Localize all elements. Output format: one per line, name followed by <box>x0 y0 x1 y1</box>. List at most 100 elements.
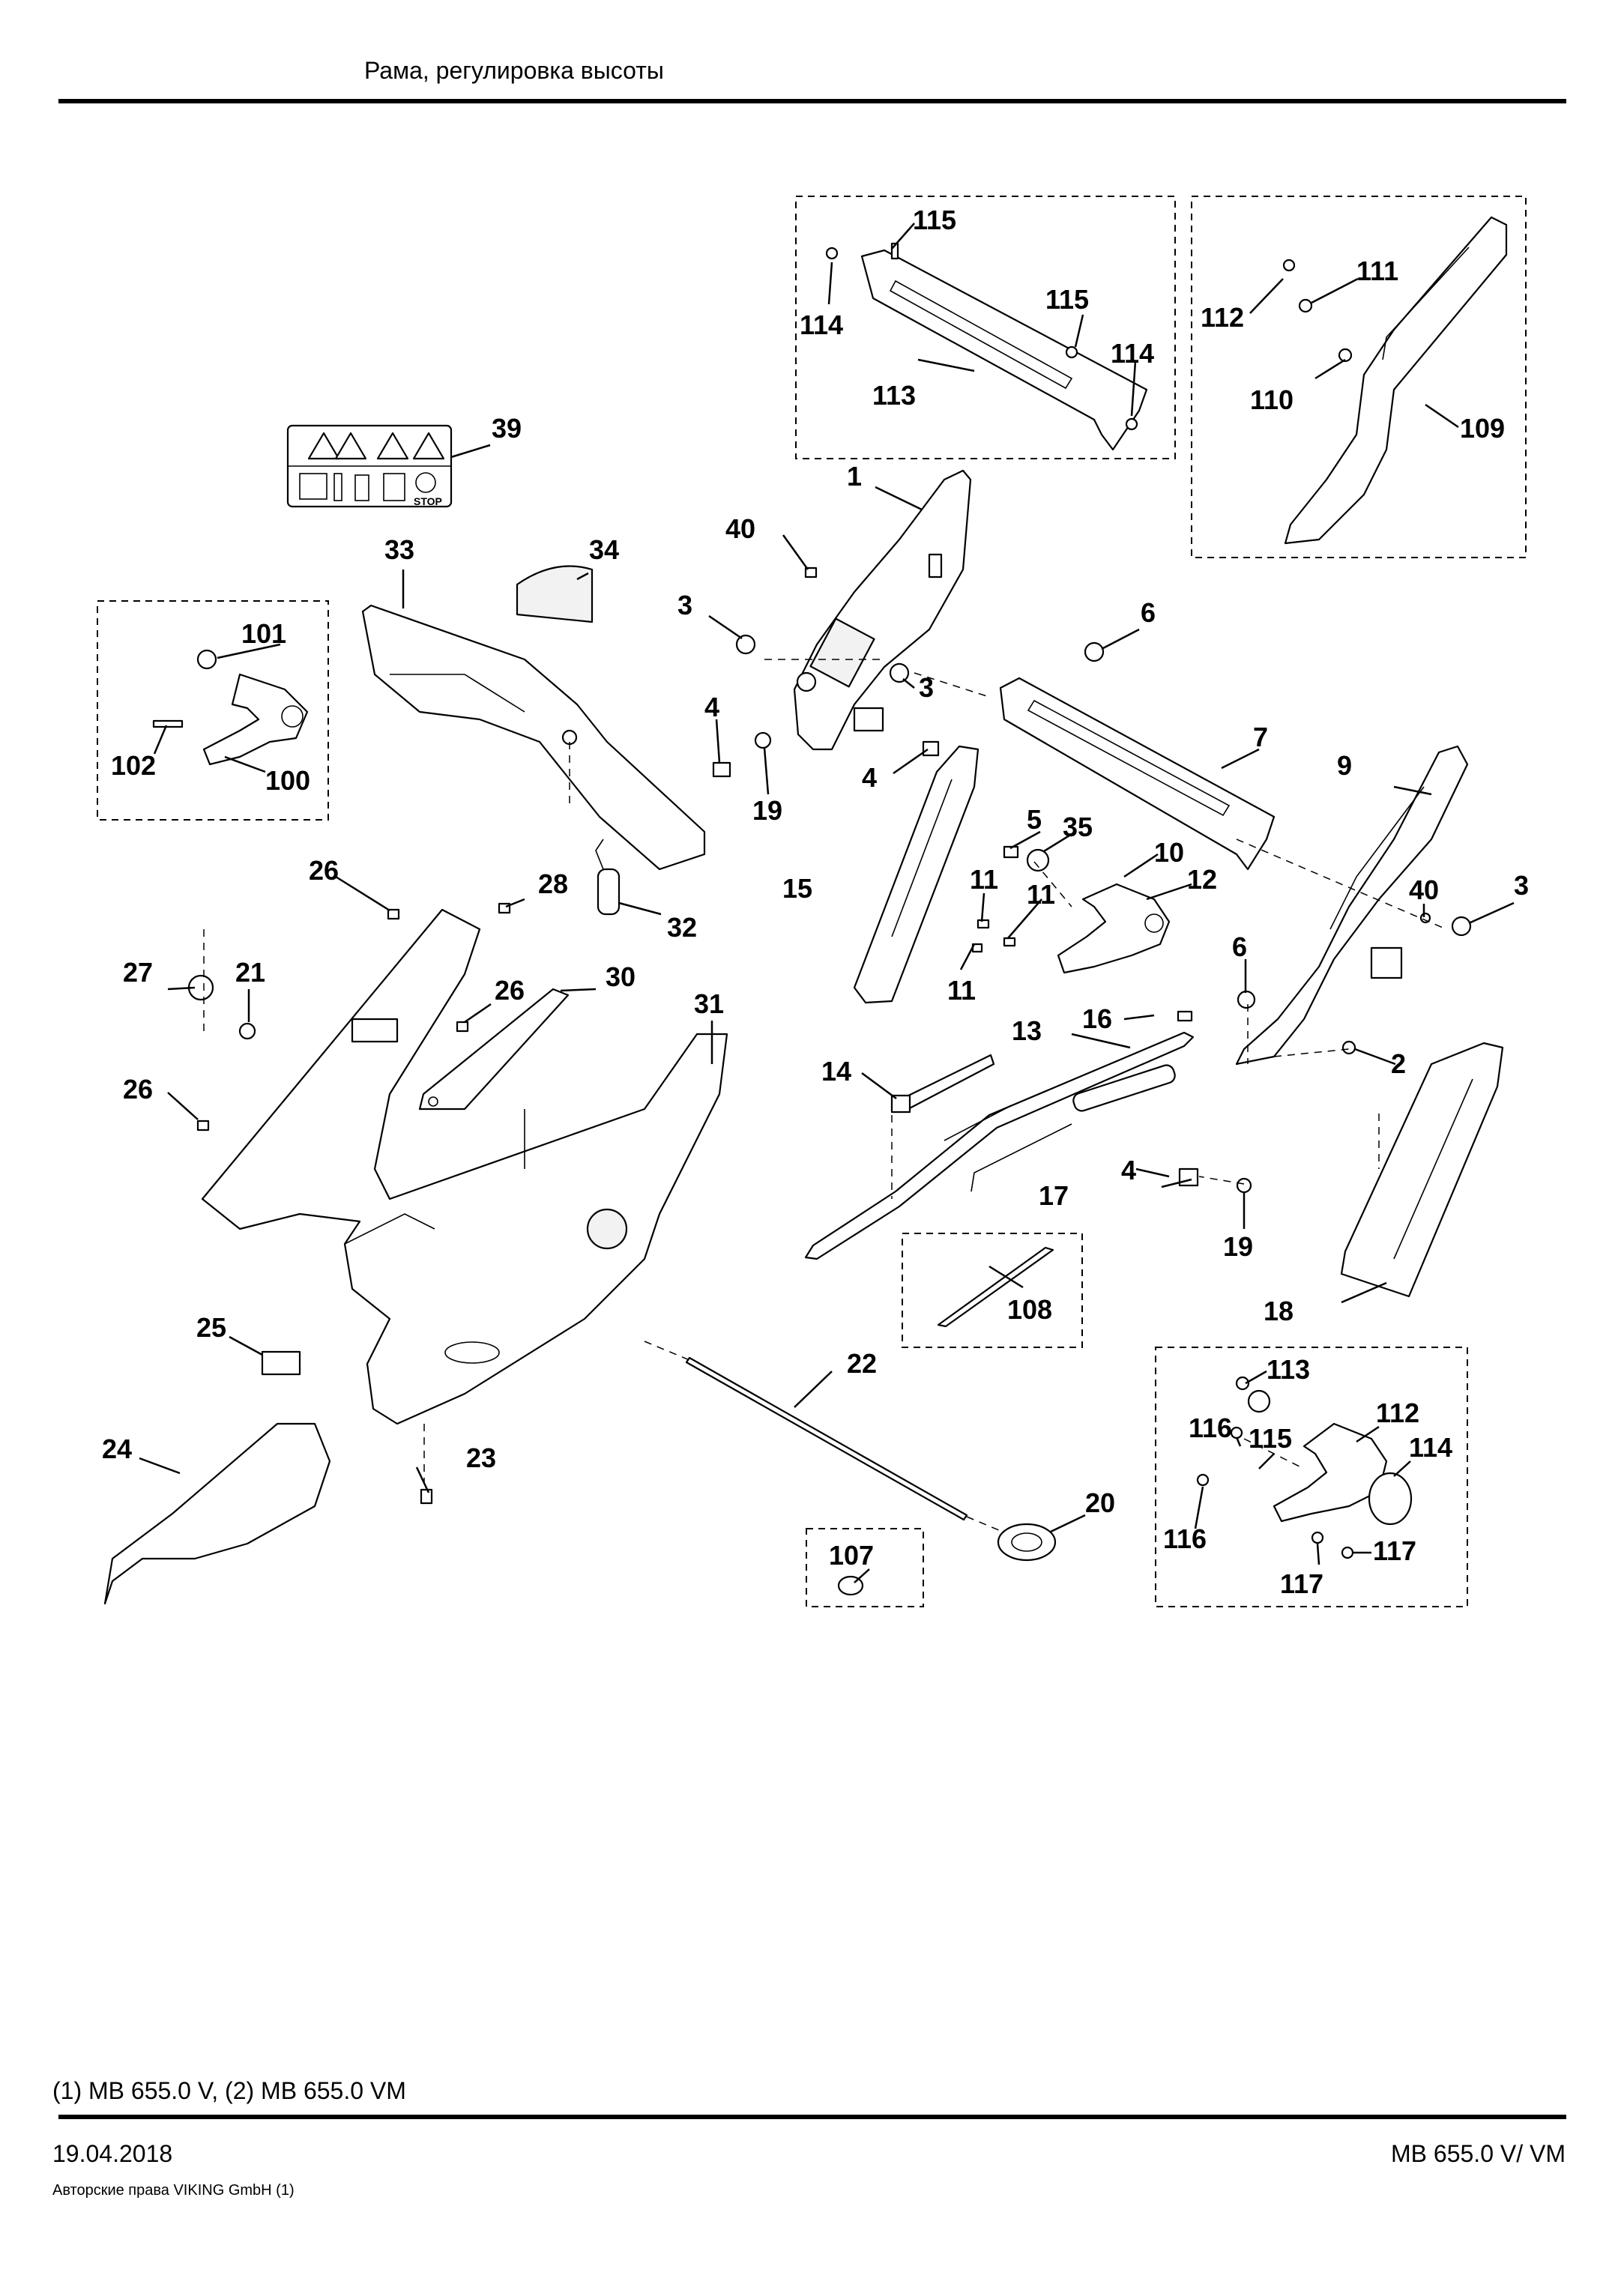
part-14-handle <box>890 1054 995 1114</box>
group-box-100 <box>97 600 329 821</box>
part-100-lever <box>152 649 309 766</box>
part-18-bar <box>1340 1042 1504 1298</box>
label-1: 1 <box>847 461 862 492</box>
label-4: 4 <box>1121 1155 1136 1185</box>
part-1-frame-left <box>793 469 972 751</box>
warning-sticker: STOP <box>286 424 453 508</box>
label-4: 4 <box>862 762 877 793</box>
part-30-bar <box>418 988 570 1111</box>
label-117: 117 <box>1280 1568 1323 1599</box>
part-108-bar <box>825 242 1148 451</box>
label-35: 35 <box>1063 812 1093 842</box>
label-30: 30 <box>606 961 636 992</box>
leader-lines <box>139 223 1515 1583</box>
part-15-bar <box>853 745 979 1004</box>
label-9: 9 <box>1337 750 1352 781</box>
label-3: 3 <box>1514 870 1529 901</box>
part-20-knob <box>997 1523 1057 1562</box>
label-27: 27 <box>123 957 153 988</box>
label-7: 7 <box>1253 722 1268 752</box>
label-25: 25 <box>196 1312 226 1343</box>
label-31: 31 <box>694 988 724 1019</box>
label-105: 110 <box>1250 384 1294 415</box>
part-34-cover <box>516 565 594 623</box>
label-107: 112 <box>1201 302 1244 333</box>
part-13-bar <box>804 1031 1195 1260</box>
label-115: 115 <box>1249 1423 1292 1454</box>
part-22-rod <box>685 1356 968 1521</box>
label-2: 2 <box>1391 1048 1406 1079</box>
part-12-lever <box>1057 883 1171 974</box>
fasteners <box>187 567 1472 1559</box>
label-117: 117 <box>1373 1535 1416 1566</box>
label-23: 23 <box>466 1442 496 1473</box>
label-3: 3 <box>677 590 692 620</box>
part-24-handle <box>103 1422 331 1605</box>
label-12: 12 <box>1187 864 1217 895</box>
label-5: 5 <box>1027 804 1042 835</box>
label-22: 22 <box>847 1348 877 1379</box>
label-26: 26 <box>309 855 339 886</box>
label-110: 115 <box>913 205 956 235</box>
page-title: Рама, регулировка высоты <box>364 57 664 84</box>
assembly-lines <box>203 659 1447 1533</box>
copyright-note: Авторские права VIKING GmbH (1) <box>52 2182 295 2199</box>
label-113: 113 <box>1267 1354 1310 1385</box>
label-39: 39 <box>492 413 522 444</box>
label-15: 15 <box>782 873 812 904</box>
group-box-112 <box>1155 1347 1468 1607</box>
label-112: 112 <box>1376 1398 1419 1428</box>
label-17: 17 <box>1039 1180 1069 1211</box>
label-34: 34 <box>589 534 619 565</box>
label-24: 24 <box>102 1434 132 1464</box>
label-19: 19 <box>752 795 782 826</box>
part-31-housing <box>201 908 728 1425</box>
part-103-bar <box>937 1246 1054 1328</box>
label-26: 26 <box>495 975 525 1006</box>
label-40: 40 <box>1409 874 1439 905</box>
label-4: 4 <box>704 692 719 722</box>
part-33-guide <box>361 604 706 871</box>
label-16: 16 <box>1082 1003 1112 1034</box>
label-33: 33 <box>384 534 414 565</box>
label-20: 20 <box>1085 1487 1115 1518</box>
label-11: 11 <box>1027 879 1055 910</box>
label-110: 115 <box>1045 284 1089 315</box>
header-rule <box>58 99 1566 103</box>
label-6: 6 <box>1232 931 1247 962</box>
label-108: 113 <box>872 380 916 411</box>
label-19: 19 <box>1223 1231 1253 1262</box>
label-101: 101 <box>241 618 286 649</box>
part-25-clip <box>261 1350 301 1376</box>
part-104-side-frame <box>1282 216 1508 545</box>
group-box-108 <box>795 196 1176 459</box>
label-111: 107 <box>829 1540 874 1571</box>
part-32-spring <box>595 839 621 916</box>
label-109: 114 <box>800 309 843 340</box>
label-11: 11 <box>947 975 976 1006</box>
label-21: 21 <box>235 957 265 988</box>
label-109: 114 <box>1111 338 1154 369</box>
label-103: 108 <box>1007 1294 1052 1325</box>
group-box-103 <box>902 1233 1083 1348</box>
footer-rule <box>58 2115 1566 2119</box>
label-116: 116 <box>1189 1413 1232 1443</box>
label-13: 13 <box>1012 1015 1042 1046</box>
label-40: 40 <box>725 513 755 544</box>
label-18: 18 <box>1264 1296 1294 1326</box>
label-28: 28 <box>538 868 568 899</box>
part-112-lever <box>1247 1389 1413 1526</box>
group-box-111 <box>806 1528 924 1607</box>
label-100: 100 <box>265 765 310 796</box>
part-17-spring <box>971 1064 1176 1192</box>
label-104: 109 <box>1460 413 1505 444</box>
label-11: 11 <box>970 864 998 895</box>
label-6: 6 <box>1141 597 1156 628</box>
model-code: MB 655.0 V/ VM <box>1391 2140 1566 2167</box>
callout-labels: 115 114 115 114 113 111 112 110 109 39 1… <box>102 205 1529 1599</box>
label-102: 102 <box>111 750 156 781</box>
model-list: (1) MB 655.0 V, (2) MB 655.0 VM <box>52 2077 406 2104</box>
part-9-frame-right <box>1235 745 1469 1066</box>
label-26: 26 <box>123 1074 153 1105</box>
